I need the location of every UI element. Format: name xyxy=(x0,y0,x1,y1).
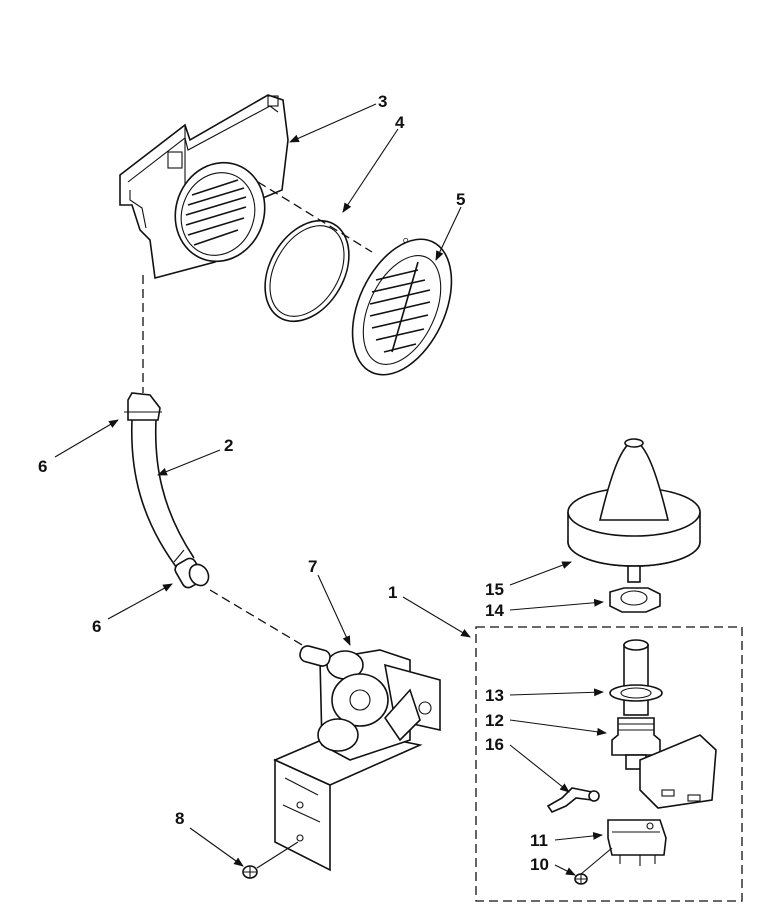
leader-7 xyxy=(317,574,351,646)
callout-13: 13 xyxy=(485,686,504,705)
callout-12: 12 xyxy=(485,711,504,730)
leader-13 xyxy=(509,688,604,697)
leader-15 xyxy=(509,561,572,586)
callout-10: 10 xyxy=(530,855,549,874)
vent-housing xyxy=(119,94,289,280)
float xyxy=(567,438,701,583)
hose-clamp-upper xyxy=(124,392,162,421)
nut xyxy=(609,587,661,613)
hose-clamp-lower xyxy=(173,549,210,589)
callout-7: 7 xyxy=(308,557,317,576)
callout-16: 16 xyxy=(485,735,504,754)
leader-6-lower xyxy=(107,583,173,620)
callout-2: 2 xyxy=(224,436,233,455)
micro-switch xyxy=(607,819,667,866)
leader-14 xyxy=(509,598,604,611)
leader-11 xyxy=(554,832,603,841)
gasket-ring xyxy=(264,219,350,323)
callout-15: 15 xyxy=(485,580,504,599)
leader-3 xyxy=(289,103,377,143)
lever xyxy=(546,787,600,813)
leader-16 xyxy=(509,744,570,793)
screw-8 xyxy=(242,865,258,879)
alignment-line-hose-valve xyxy=(209,589,315,653)
callout-14: 14 xyxy=(485,601,504,620)
callout-11: 11 xyxy=(530,831,548,850)
leader-2 xyxy=(157,449,221,476)
switch-bracket xyxy=(639,734,717,809)
leader-4 xyxy=(342,128,399,213)
callout-3: 3 xyxy=(378,92,387,111)
float-switch-assembly-box xyxy=(475,626,743,902)
callout-6-upper: 6 xyxy=(38,457,47,476)
leader-8-bracket xyxy=(256,841,299,869)
leader-1 xyxy=(402,596,471,638)
float-stem xyxy=(609,639,663,770)
svg-text:O: O xyxy=(403,238,409,245)
callout-6-lower: 6 xyxy=(92,617,101,636)
screw-10 xyxy=(574,873,588,885)
alignment-line-vent xyxy=(257,181,373,253)
callout-4: 4 xyxy=(395,113,405,132)
leader-5 xyxy=(435,206,462,261)
callout-5: 5 xyxy=(456,190,465,209)
leader-10 xyxy=(554,864,576,876)
fill-hose xyxy=(130,419,195,573)
water-valve xyxy=(273,645,441,872)
callout-1: 1 xyxy=(388,583,397,602)
leader-8 xyxy=(189,827,244,867)
callout-8: 8 xyxy=(175,809,184,828)
leader-6-upper xyxy=(54,419,119,458)
leader-10-switch xyxy=(580,847,613,875)
leader-12 xyxy=(509,719,607,736)
vent-grille: O xyxy=(351,238,453,376)
